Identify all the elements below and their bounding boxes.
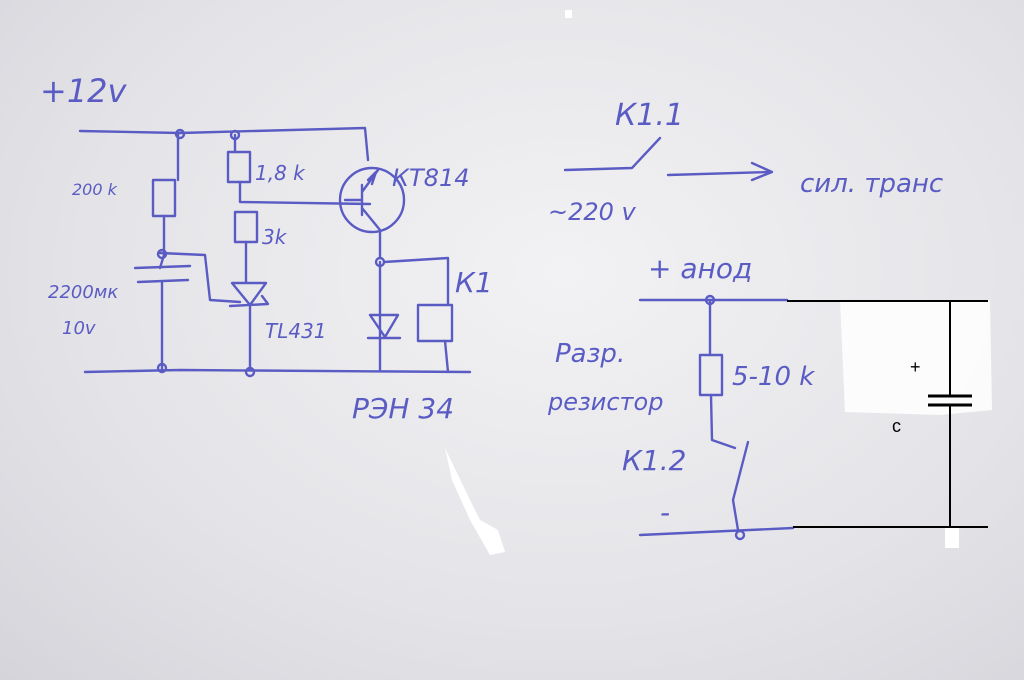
label-capacitor: c xyxy=(892,416,901,436)
capacitor-plate-top xyxy=(133,264,192,270)
label-cap-value: 2200мк xyxy=(48,282,118,303)
resistor-1-8k xyxy=(226,150,252,184)
label-anode: + анод xyxy=(648,252,752,285)
label-output: сил. транс xyxy=(800,169,943,199)
resistor-200k xyxy=(151,178,177,218)
capacitor-overlay xyxy=(787,300,988,528)
tl431-symbol xyxy=(230,281,268,307)
label-switch2: К1.2 xyxy=(622,444,686,477)
label-minus: - xyxy=(660,496,670,529)
label-relay: К1 xyxy=(455,266,493,299)
label-cap-voltage: 10v xyxy=(62,318,96,339)
label-plus: + xyxy=(910,357,921,377)
label-bleeder-2: резистор xyxy=(547,388,663,416)
arrow xyxy=(666,161,774,182)
label-r1: 200 k xyxy=(72,180,118,199)
capacitor-plate-bottom xyxy=(136,278,190,284)
bleeder-resistor xyxy=(698,353,724,397)
resistor-3k xyxy=(233,210,259,244)
label-supply: +12v xyxy=(40,72,128,110)
relay-k1-coil xyxy=(416,303,454,343)
label-switch1: К1.1 xyxy=(615,98,684,133)
left-circuit-wires xyxy=(78,126,472,378)
diode xyxy=(366,313,402,340)
label-regulator: TL431 xyxy=(265,319,327,343)
transistor-kt814 xyxy=(338,166,406,234)
label-bleeder-1: Разр. xyxy=(555,339,625,369)
switch-k1-2 xyxy=(731,440,750,532)
label-relay-type: РЭН 34 xyxy=(352,392,454,425)
switch-k1-1 xyxy=(563,136,662,172)
white-patches xyxy=(445,10,992,555)
right-circuit-wires xyxy=(563,136,795,541)
label-bleeder-value: 5-10 k xyxy=(732,362,815,392)
label-ac-input: ~220 v xyxy=(548,198,637,226)
label-r2: 1,8 k xyxy=(255,161,306,185)
label-r3: 3k xyxy=(262,225,288,249)
label-transistor: КТ814 xyxy=(392,164,470,192)
